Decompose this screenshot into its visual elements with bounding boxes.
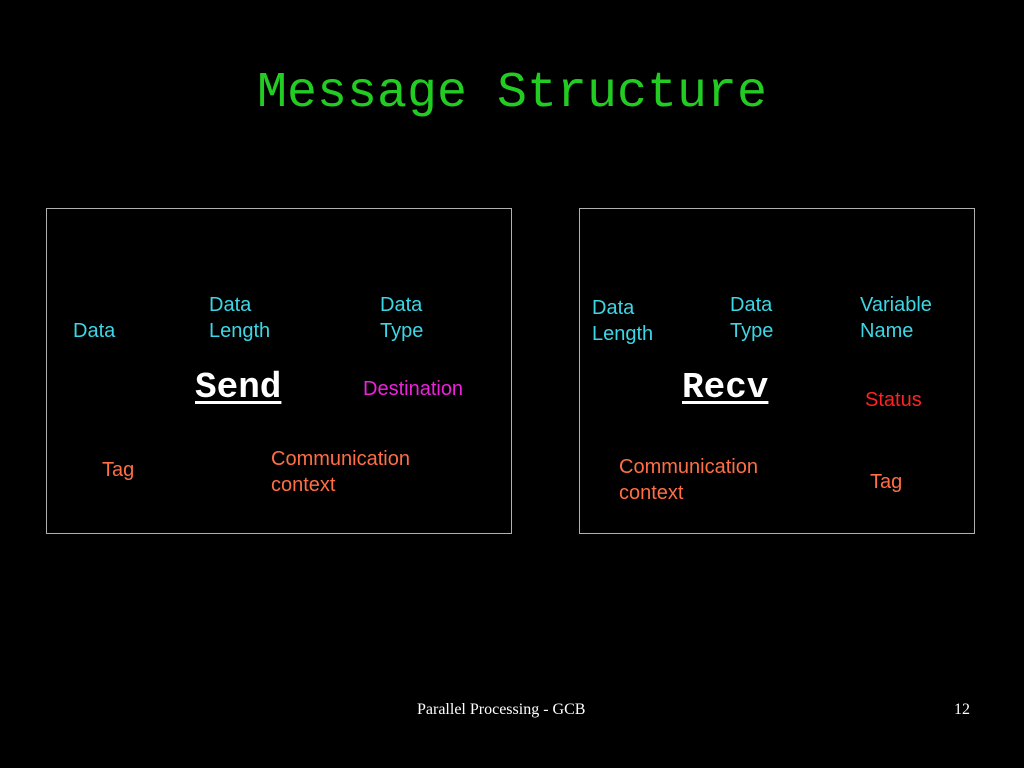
send-box bbox=[46, 208, 512, 534]
recv-box bbox=[579, 208, 975, 534]
recv-keyword: Recv bbox=[682, 367, 769, 408]
recv-data-type-label: Data Type bbox=[730, 294, 774, 342]
recv-variable-name-label: Variable Name bbox=[860, 294, 932, 342]
send-data-label: Data bbox=[73, 320, 116, 342]
send-tag-label: Tag bbox=[102, 459, 135, 481]
send-communication-context-label: Communication context bbox=[271, 448, 410, 496]
slide-title: Message Structure bbox=[256, 65, 768, 122]
page-number: 12 bbox=[954, 701, 970, 718]
recv-status-label: Status bbox=[865, 389, 922, 411]
send-data-length-label: Data Length bbox=[209, 294, 271, 342]
recv-communication-context-label: Communication context bbox=[619, 456, 758, 504]
footer-text: Parallel Processing - GCB bbox=[417, 701, 586, 718]
send-destination-label: Destination bbox=[363, 378, 464, 400]
recv-data-length-label: Data Length bbox=[592, 297, 654, 345]
send-data-type-label: Data Type bbox=[380, 294, 424, 342]
send-keyword: Send bbox=[195, 367, 282, 408]
recv-tag-label: Tag bbox=[870, 471, 903, 493]
